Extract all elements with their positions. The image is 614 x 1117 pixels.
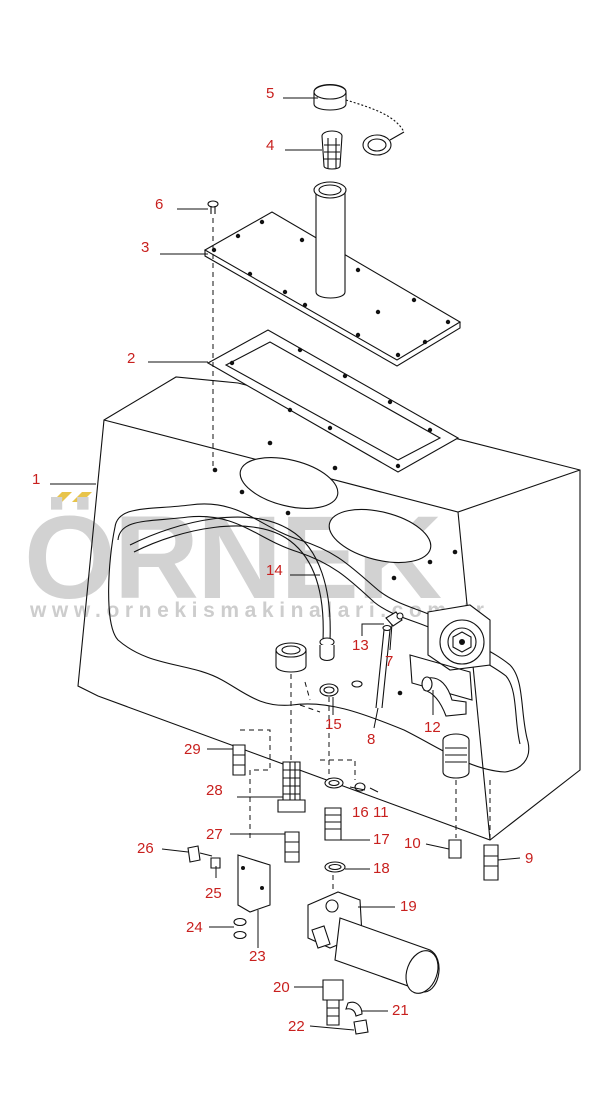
callout-22: 22 bbox=[288, 1018, 305, 1035]
bolt-26 bbox=[187, 845, 213, 863]
callout-23: 23 bbox=[249, 948, 266, 965]
callout-29: 29 bbox=[184, 741, 201, 758]
filter-seal bbox=[319, 683, 339, 697]
gasket bbox=[206, 329, 460, 473]
return-filter-assembly bbox=[307, 891, 440, 994]
filler-tube bbox=[313, 181, 347, 299]
callout-4: 4 bbox=[266, 137, 274, 154]
callout-5: 5 bbox=[266, 85, 274, 102]
suction-hose bbox=[129, 516, 335, 662]
callout-1: 1 bbox=[32, 471, 40, 488]
mounting-bracket bbox=[237, 854, 271, 913]
callout-7: 7 bbox=[385, 653, 393, 670]
return-tube bbox=[375, 624, 392, 709]
callout-26: 26 bbox=[137, 840, 154, 857]
callout-11: 11 bbox=[373, 804, 389, 821]
callout-9: 9 bbox=[525, 850, 533, 867]
callout-25: 25 bbox=[205, 885, 222, 902]
callout-27: 27 bbox=[206, 826, 223, 843]
side-filter-housing bbox=[427, 604, 491, 671]
callout-14: 14 bbox=[266, 562, 283, 579]
nipple-17 bbox=[324, 807, 342, 841]
callout-8: 8 bbox=[367, 731, 375, 748]
callout-2: 2 bbox=[127, 350, 135, 367]
cover-screw bbox=[207, 200, 219, 214]
plug-10 bbox=[448, 839, 462, 859]
nipple-20 bbox=[322, 979, 344, 1026]
callout-3: 3 bbox=[141, 239, 149, 256]
callout-19: 19 bbox=[400, 898, 417, 915]
elbow-21 bbox=[345, 1001, 363, 1017]
elbow-fitting bbox=[421, 676, 467, 717]
callout-28: 28 bbox=[206, 782, 223, 799]
callout-21: 21 bbox=[392, 1002, 409, 1019]
fitting-9 bbox=[483, 844, 499, 881]
suction-strainer bbox=[277, 761, 306, 813]
oring-18 bbox=[324, 861, 346, 873]
callout-20: 20 bbox=[273, 979, 290, 996]
washer-24 bbox=[233, 917, 247, 940]
watermark-url: www.ornekismakinalari.com.tr bbox=[29, 599, 489, 622]
return-fitting bbox=[385, 611, 404, 627]
washer-11 bbox=[351, 680, 366, 792]
right-filter-element bbox=[442, 733, 470, 779]
watermark-accent-marks bbox=[52, 492, 92, 502]
callout-24: 24 bbox=[186, 919, 203, 936]
callout-13: 13 bbox=[352, 637, 369, 654]
callout-6: 6 bbox=[155, 196, 163, 213]
fitting-27 bbox=[284, 831, 300, 863]
left-filter-cap bbox=[275, 642, 307, 673]
callout-18: 18 bbox=[373, 860, 390, 877]
callout-15: 15 bbox=[325, 716, 342, 733]
leader-lines bbox=[50, 97, 521, 1031]
filler-cap bbox=[313, 83, 405, 156]
tank-body bbox=[77, 376, 581, 841]
washer-16 bbox=[324, 777, 344, 789]
cap-22 bbox=[353, 1019, 369, 1035]
callout-10: 10 bbox=[404, 835, 421, 852]
callout-17: 17 bbox=[373, 831, 390, 848]
fitting-29 bbox=[232, 744, 246, 776]
nut-25 bbox=[210, 857, 221, 869]
callout-16: 16 bbox=[352, 804, 369, 821]
callout-12: 12 bbox=[424, 719, 441, 736]
filler-strainer bbox=[321, 130, 343, 170]
callout-labels: 5 4 6 3 2 1 14 13 7 8 12 15 29 28 16 11 … bbox=[32, 85, 533, 1035]
